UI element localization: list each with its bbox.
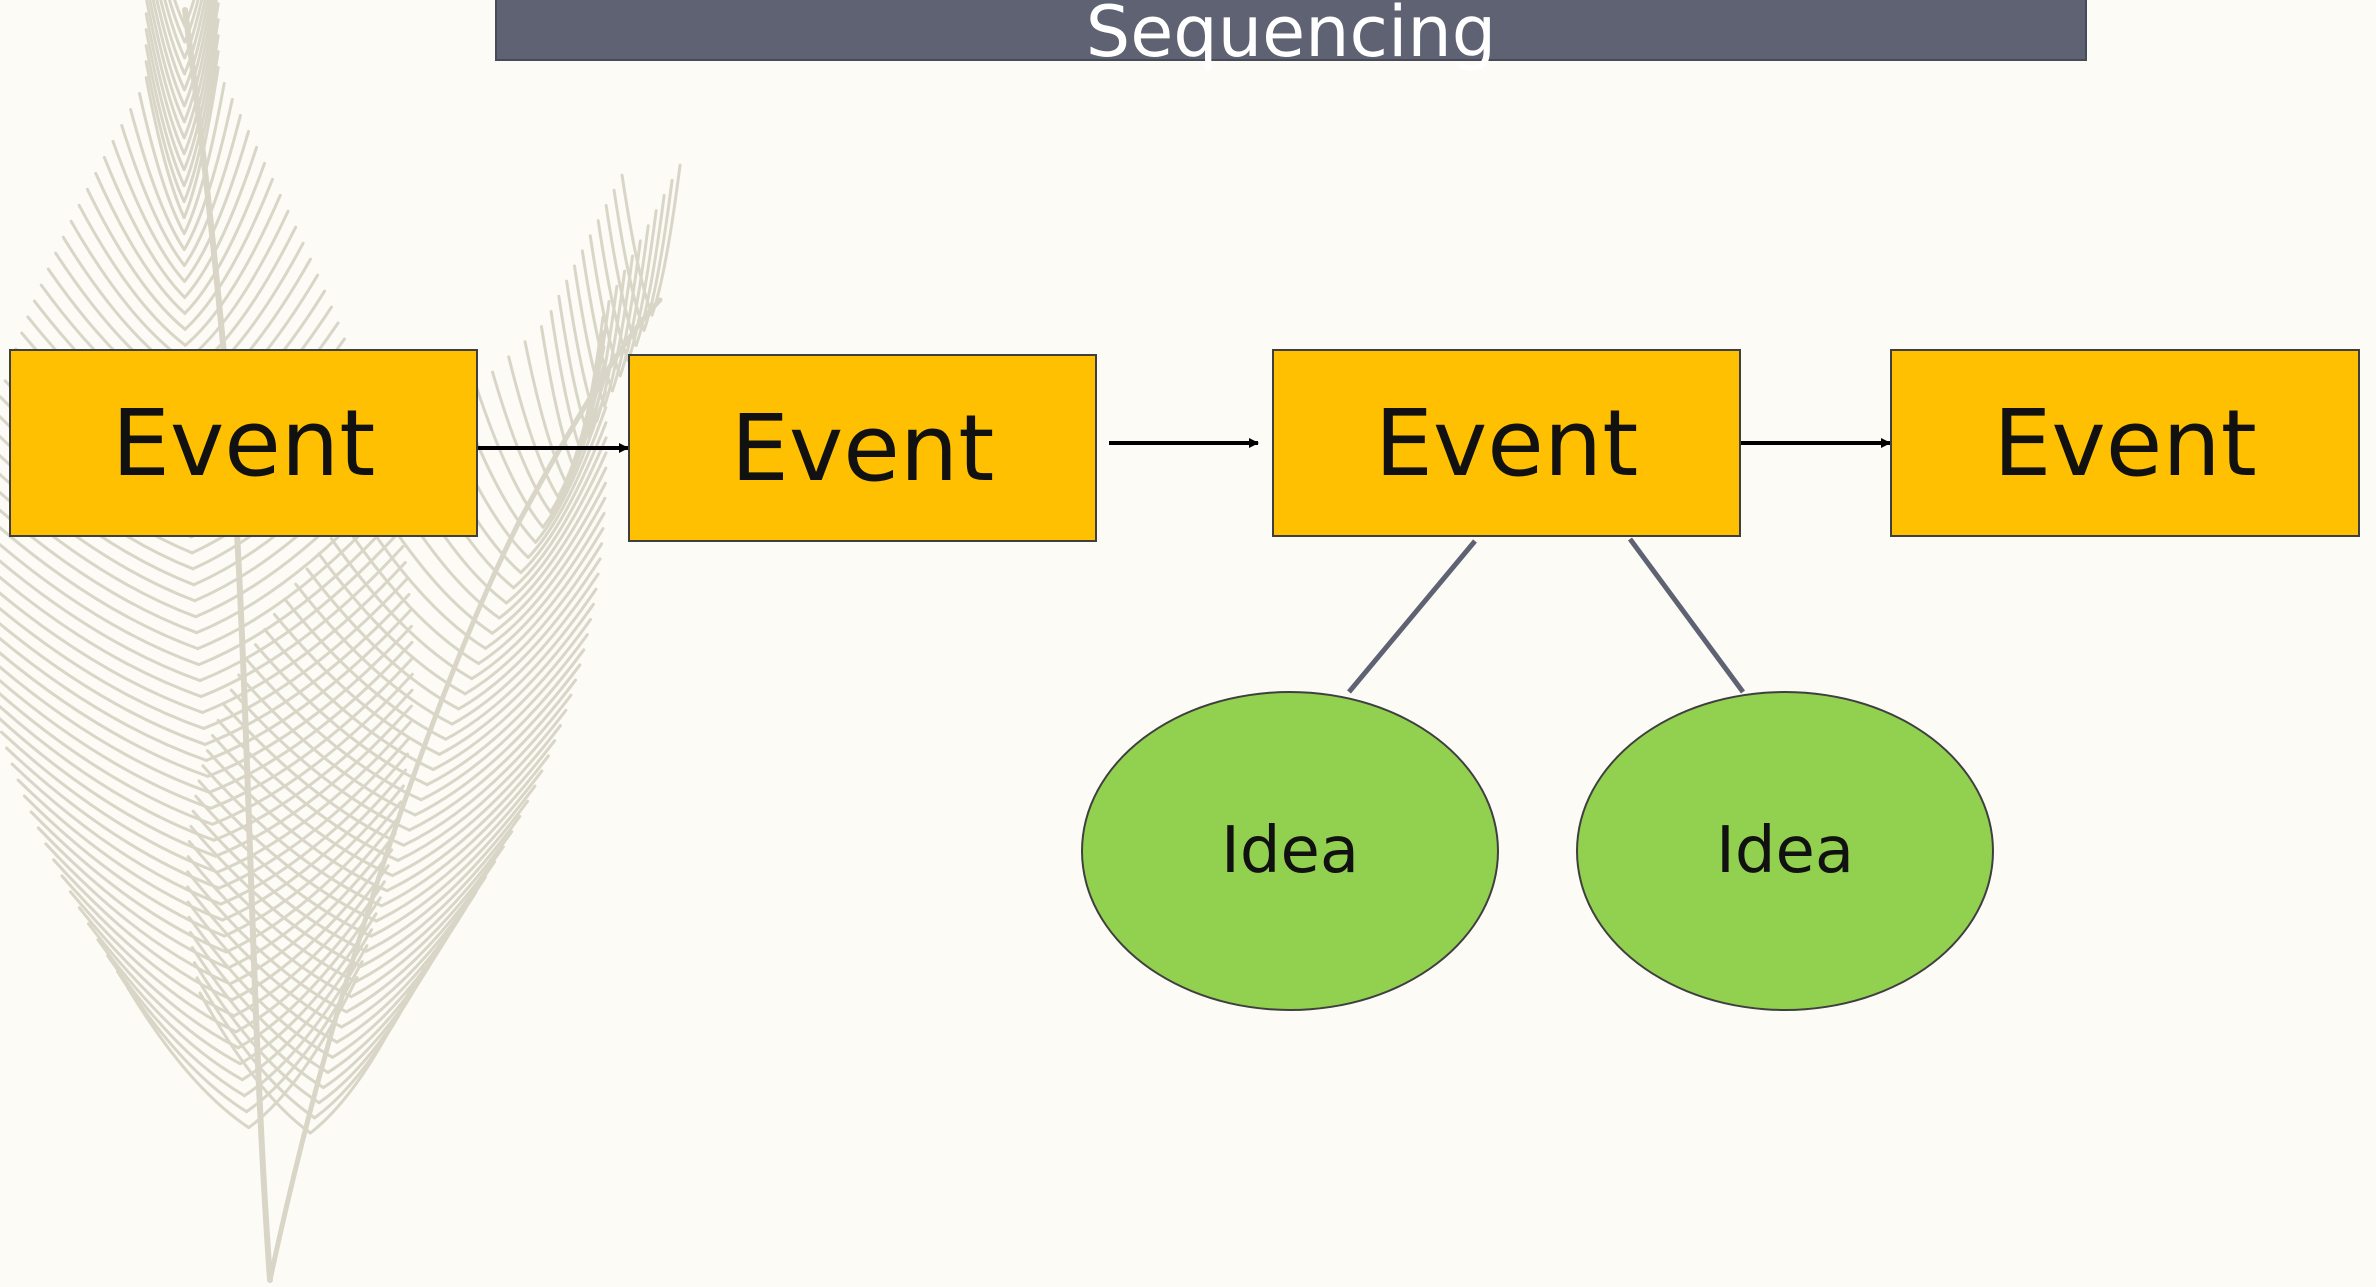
link-event3-to-idea2 bbox=[1627, 537, 1746, 694]
event-box-1: Event bbox=[9, 349, 478, 537]
idea-label: Idea bbox=[1715, 814, 1855, 888]
link-event3-to-idea1 bbox=[1347, 539, 1477, 694]
idea-ellipse-2: Idea bbox=[1576, 691, 1994, 1011]
idea-ellipse-1: Idea bbox=[1081, 691, 1499, 1011]
idea-label: Idea bbox=[1220, 814, 1360, 888]
event-label: Event bbox=[730, 394, 995, 502]
event-label: Event bbox=[1993, 389, 2257, 497]
slide-title: Sequencing bbox=[1085, 0, 1497, 73]
event-label: Event bbox=[111, 389, 376, 497]
event-box-3: Event bbox=[1272, 349, 1741, 537]
event-box-4: Event bbox=[1890, 349, 2360, 537]
title-bar: Sequencing bbox=[495, 0, 2087, 67]
event-label: Event bbox=[1374, 389, 1639, 497]
event-box-2: Event bbox=[628, 354, 1097, 542]
